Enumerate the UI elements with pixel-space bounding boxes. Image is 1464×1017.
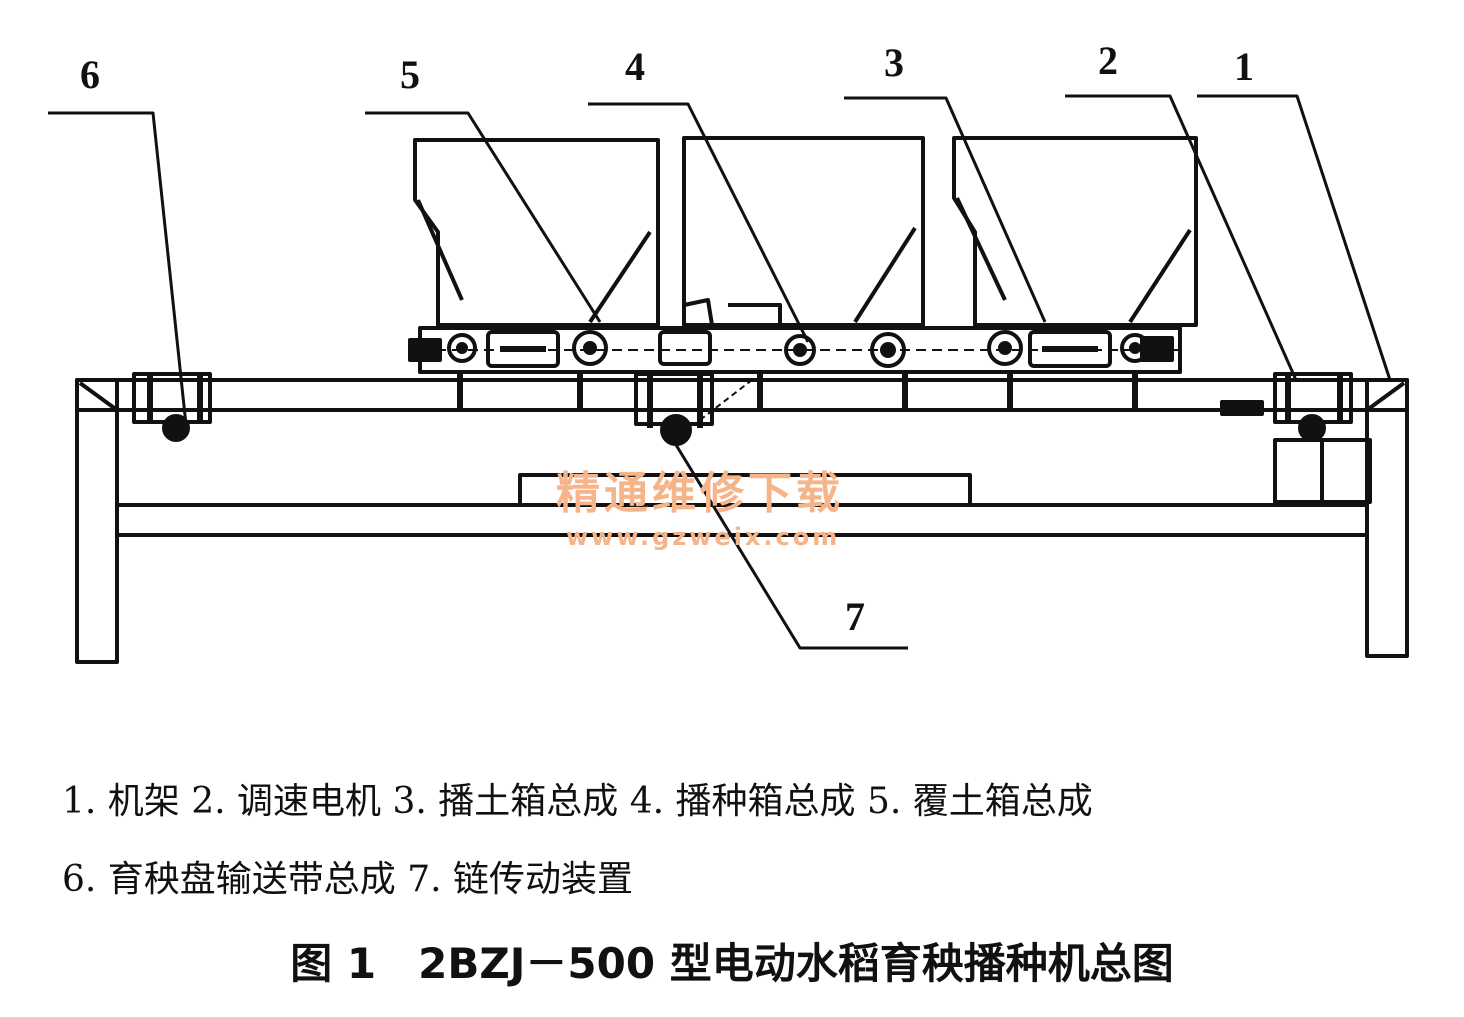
conveyor-left-pulley (132, 372, 212, 442)
callout-2: 2 (1098, 38, 1118, 83)
callout-1: 1 (1234, 44, 1254, 89)
callout-3: 3 (884, 40, 904, 85)
figure-caption: 图 1 2BZJ－500 型电动水稻育秧播种机总图 (290, 939, 1174, 988)
hopper-cover-soil (413, 138, 660, 327)
frame-right-leg (1365, 378, 1409, 658)
legend-line-1: 1. 机架 2. 调速电机 3. 播土箱总成 4. 播种箱总成 5. 覆土箱总成 (62, 781, 1093, 822)
rollers (447, 330, 1150, 368)
conveyor-right-pulley (1220, 372, 1353, 442)
frame-right-bevel (1365, 381, 1406, 412)
legend-line-2: 6. 育秧盘输送带总成 7. 链传动装置 (62, 859, 634, 900)
frame-left-leg (75, 378, 119, 664)
watermark-text: 精通维修下载 (556, 468, 844, 519)
watermark-url: www.gzweix.com (566, 523, 840, 551)
callout-7: 7 (845, 594, 865, 639)
frame-top-beam (75, 378, 1409, 412)
hopper-soil (952, 136, 1198, 327)
frame-left-bevel (78, 381, 119, 412)
hopper-seed (682, 136, 925, 327)
rail-brackets (457, 372, 1138, 412)
leader-lines (48, 94, 1392, 650)
callout-5: 5 (400, 52, 420, 97)
frame-support-plate (518, 473, 972, 507)
machine-diagram: 精通维修下载 www.gzweix.com 6 5 4 3 2 1 7 (48, 38, 1409, 664)
callout-6: 6 (80, 52, 100, 97)
callout-4: 4 (625, 44, 645, 89)
motor (1273, 438, 1372, 504)
frame (75, 378, 1409, 664)
